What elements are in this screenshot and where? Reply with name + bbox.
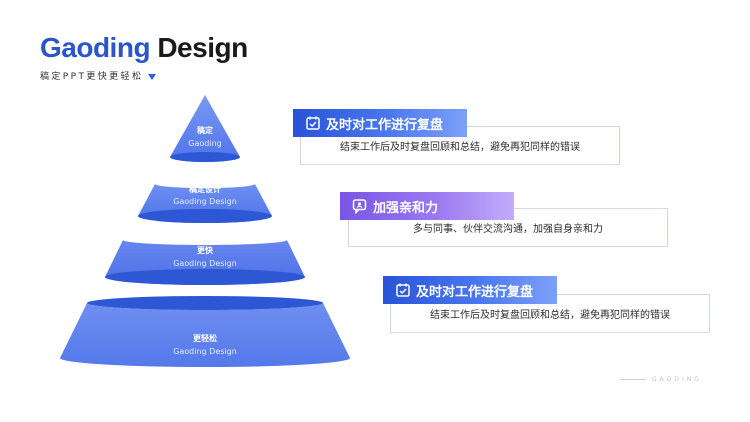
callout-1-heading-tag: 及时对工作进行复盘	[293, 109, 467, 137]
callout-3-heading: 及时对工作进行复盘	[416, 284, 534, 300]
callout-1-text: 结束工作后及时复盘回顾和总结，避免再犯同样的错误	[340, 142, 580, 153]
caret-down-icon	[148, 74, 157, 80]
pyramid-tier-3: 更快 Gaoding Design	[105, 240, 305, 285]
footer-mark: GAODING	[620, 376, 702, 383]
tier-2-subtitle: Gaoding Design	[173, 197, 237, 206]
callout-3-text: 结束工作后及时复盘回顾和总结，避免再犯同样的错误	[430, 310, 670, 321]
brand-word-gaoding: Gaoding	[40, 32, 151, 63]
callout-2-heading-tag: 加强亲和力	[340, 192, 514, 220]
footer-rule	[620, 379, 646, 380]
pyramid-tier-4: 更轻松 Gaoding Design	[60, 296, 350, 367]
callout-1-heading: 及时对工作进行复盘	[326, 117, 444, 133]
brand-word-design: Design	[157, 32, 248, 63]
tier-3-subtitle: Gaoding Design	[173, 259, 237, 268]
calendar-check-icon	[305, 115, 321, 131]
tier-4-subtitle: Gaoding Design	[173, 347, 237, 356]
brand-title: Gaoding Design	[40, 30, 248, 66]
tagline: 稿定PPT更快更轻松	[40, 70, 157, 84]
callout-2-heading: 加强亲和力	[373, 200, 439, 216]
callout-2-text: 多与同事、伙伴交流沟通，加强自身亲和力	[413, 224, 603, 235]
tier-3-title: 更快	[197, 245, 214, 255]
tier-4-title: 更轻松	[193, 333, 217, 343]
tagline-text: 稿定PPT更快更轻松	[40, 72, 144, 82]
callout-3-heading-tag: 及时对工作进行复盘	[383, 276, 557, 304]
footer-word: GAODING	[652, 376, 702, 383]
pyramid-tier-1: 稿定 Gaoding	[170, 95, 240, 162]
tier-1-title: 稿定	[196, 125, 213, 135]
tier-1-subtitle: Gaoding	[188, 139, 221, 148]
pyramid-tier-2: 稿定设计 Gaoding Design	[138, 184, 272, 223]
chat-icon	[352, 198, 368, 215]
tier-2-title: 稿定设计	[188, 184, 221, 194]
calendar-check-icon	[395, 282, 411, 298]
